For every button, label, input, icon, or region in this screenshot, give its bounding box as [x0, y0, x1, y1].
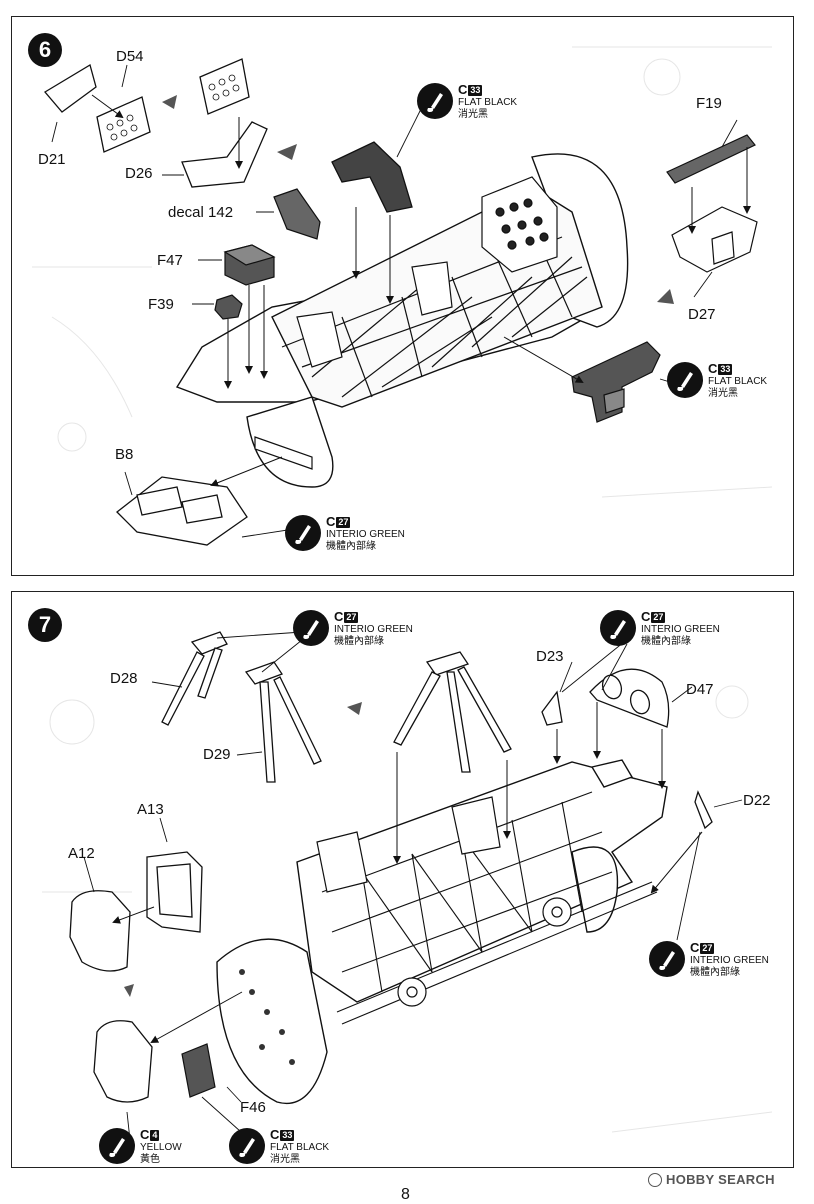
paint-name-zh: 黃色: [140, 1154, 160, 1165]
paint-brush-icon: [417, 83, 453, 119]
part-label-d27: D27: [688, 306, 716, 323]
paint-brush-icon: [229, 1128, 265, 1164]
part-label-f39: F39: [148, 296, 174, 313]
step-number: 6: [38, 37, 52, 62]
paint-name-zh: 機體內部綠: [690, 967, 740, 978]
paint-name-en: FLAT BLACK: [458, 97, 518, 108]
paint-name-en: FLAT BLACK: [270, 1142, 330, 1153]
step-6-panel: 6 D54 D21 D26 decal 142 F47 F39 B8 F19 D…: [11, 16, 794, 576]
part-label-d21: D21: [38, 151, 66, 168]
paint-name-zh: 機體內部綠: [334, 636, 384, 647]
part-label-a13: A13: [137, 801, 164, 818]
paint-name-en: YELLOW: [140, 1142, 182, 1153]
part-label-d23: D23: [536, 648, 564, 665]
paint-brush-icon: [285, 515, 321, 551]
watermark: HOBBY SEARCH: [648, 1172, 775, 1187]
part-label-f47: F47: [157, 252, 183, 269]
step-number-badge: 6: [28, 33, 62, 67]
paint-name-en: INTERIO GREEN: [690, 955, 769, 966]
paint-name-zh: 機體內部綠: [641, 636, 691, 647]
step-number-badge: 7: [28, 608, 62, 642]
paint-brush-icon: [649, 941, 685, 977]
part-label-a12: A12: [68, 845, 95, 862]
paint-brush-icon: [667, 362, 703, 398]
step-7-illustration: [42, 631, 773, 1141]
paint-name-zh: 消光黑: [708, 388, 738, 399]
part-label-d26: D26: [125, 165, 153, 182]
paint-name-en: FLAT BLACK: [708, 376, 768, 387]
part-label-f19: F19: [696, 95, 722, 112]
part-label-d22: D22: [743, 792, 771, 809]
paint-brush-icon: [600, 610, 636, 646]
step-number: 7: [38, 612, 52, 637]
paint-brush-icon: [293, 610, 329, 646]
part-label-d28: D28: [110, 670, 138, 687]
part-label-f46: F46: [240, 1099, 266, 1116]
part-label-d54: D54: [116, 48, 144, 65]
paint-name-zh: 消光黑: [270, 1154, 300, 1165]
paint-name-zh: 消光黑: [458, 109, 488, 120]
step-6-illustration: [32, 46, 773, 546]
paint-name-zh: 機體內部綠: [326, 541, 376, 552]
part-label-d47: D47: [686, 681, 714, 698]
paint-name-en: INTERIO GREEN: [326, 529, 405, 540]
watermark-text: HOBBY SEARCH: [666, 1172, 775, 1187]
paint-name-en: INTERIO GREEN: [334, 624, 413, 635]
paint-name-en: INTERIO GREEN: [641, 624, 720, 635]
page-number: 8: [401, 1186, 410, 1203]
watermark-logo-icon: [648, 1172, 662, 1187]
part-label-decal-142: decal 142: [168, 204, 234, 221]
paint-brush-icon: [99, 1128, 135, 1164]
part-label-b8: B8: [115, 446, 134, 463]
part-label-d29: D29: [203, 746, 231, 763]
